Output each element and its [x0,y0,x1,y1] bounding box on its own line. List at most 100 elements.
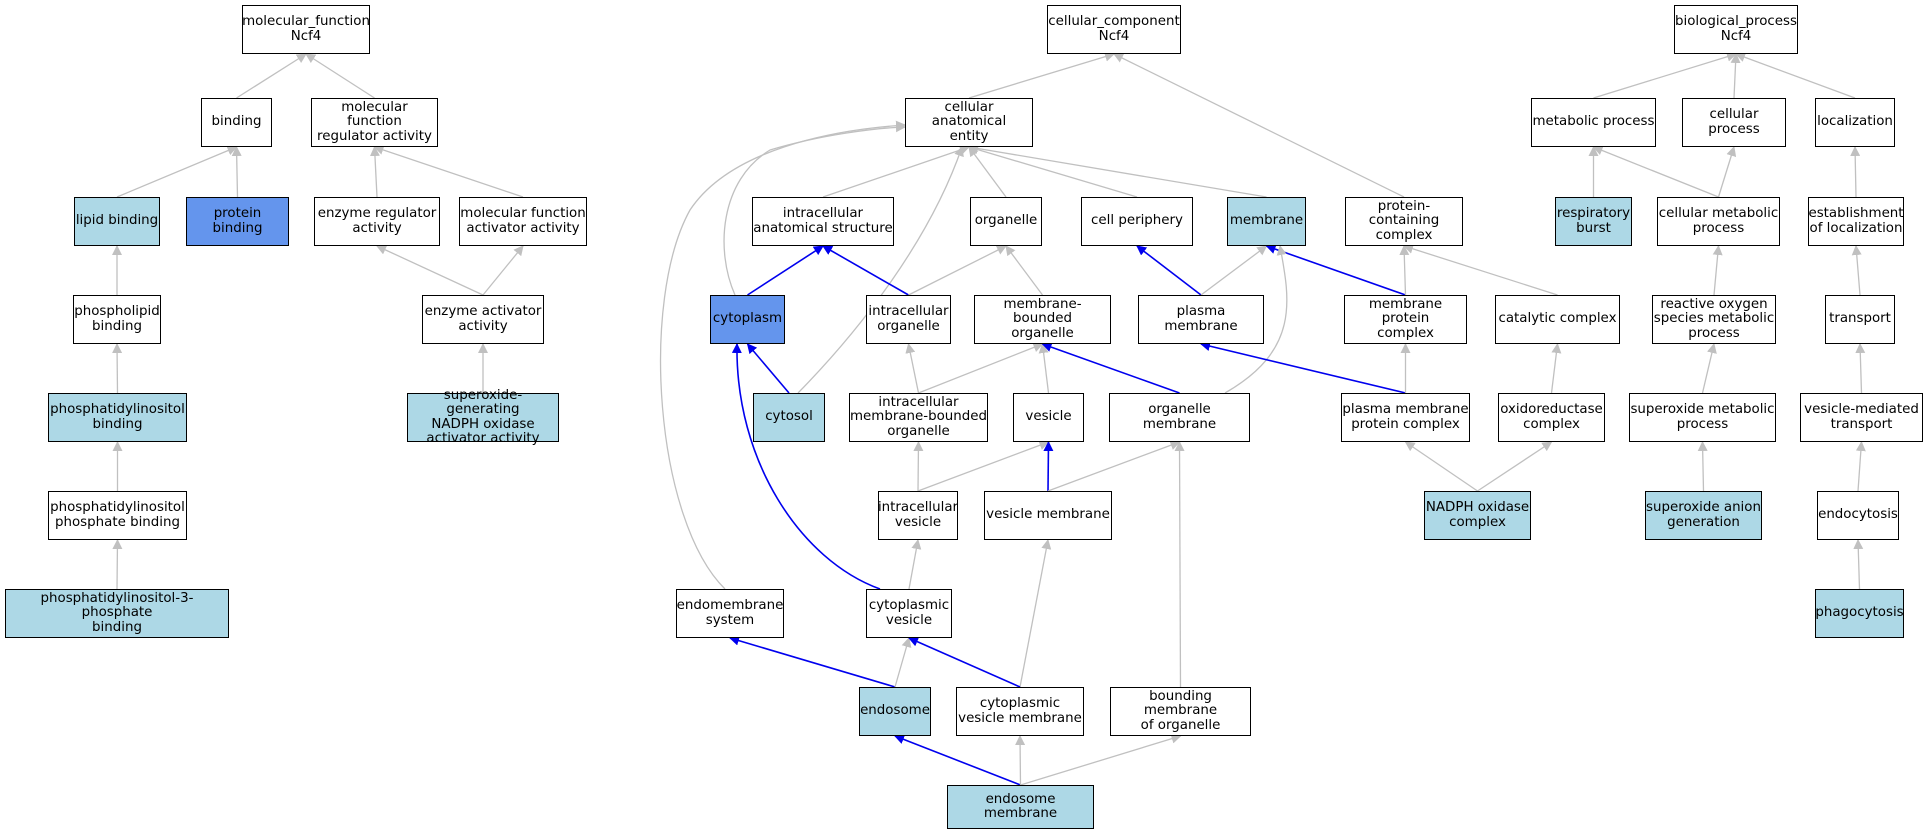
edge-org_mem-to-mbo [1041,342,1180,394]
edge-enz_reg-to-mf_reg [369,146,380,198]
go-term-node-mf-root: molecular_function Ncf4 [242,5,370,54]
go-term-node-pip-binding: phosphatidylinositol phosphate binding [48,491,187,540]
edge-lipid_binding-to-binding [116,145,238,198]
edge-ic_ves-to-imbo [913,441,924,492]
go-term-node-cmp: cellular metabolic process [1657,197,1780,246]
edge-oxred-to-catalytic [1550,343,1562,394]
go-term-node-cc-root: cellular_component Ncf4 [1047,5,1181,54]
edge-enz_act-to-enz_reg [376,245,484,296]
go-term-node-protein-binding: protein binding [186,197,289,246]
edge-cvm-to-ves_mem [1019,539,1052,688]
go-term-node-bp-root: biological_process Ncf4 [1674,5,1798,54]
go-term-node-enz-act: enzyme activator activity [422,295,544,344]
edge-ves_mem-to-vesicle [1043,441,1054,492]
edge-endocytosis-to-vmt [1855,441,1866,492]
go-term-node-so-anion: superoxide anion generation [1645,491,1762,540]
go-term-node-ves-mem: vesicle membrane [984,491,1112,540]
go-term-node-nadph: NADPH oxidase complex [1424,491,1531,540]
edge-ves_mem-to-org_mem [1047,440,1181,492]
go-term-node-cae: cellular anatomical entity [905,98,1033,147]
edge-ias-to-cae [822,145,970,198]
edge-mbo-to-organelle [1005,245,1044,296]
edge-catalytic-to-pcc [1403,243,1558,296]
edge-endo_mem-to-endosome [894,734,1021,786]
edge-cytosol-to-cae [797,146,964,394]
go-term-node-oxred: oxidoreductase complex [1498,393,1605,442]
edge-mf_reg-to-mf_root [305,53,375,99]
edge-endosome-to-cyt_ves [894,637,912,688]
edge-cell_periphery-to-cae [968,144,1138,198]
go-term-node-ros-mp: reactive oxygen species metabolic proces… [1652,295,1776,344]
go-term-node-ic-org: intracellular organelle [866,295,951,344]
go-term-node-phospholipid: phospholipid binding [73,295,161,344]
edge-pcc-to-cc_root [1113,53,1405,198]
edge-bmo-to-org_mem [1174,441,1185,688]
edge-ic_ves-to-vesicle [917,440,1050,492]
go-term-node-catalytic: catalytic complex [1495,295,1620,344]
go-term-node-cell-periphery: cell periphery [1081,197,1193,246]
go-term-node-mbo: membrane-bounded organelle [974,295,1111,344]
go-term-node-ias: intracellular anatomical structure [752,197,894,246]
go-term-node-est-loc: establishment of localization [1808,197,1904,246]
go-term-node-vmt: vesicle-mediated transport [1800,393,1923,442]
edge-so_mp-to-ros_mp [1701,343,1717,394]
edge-cytosol-to-cytoplasm [746,343,790,394]
edge-so_anion-to-so_mp [1697,441,1708,492]
edge-imbo-to-mbo [918,342,1044,394]
edge-cyt_ves-to-ic_ves [908,539,922,590]
edge-pm-to-cell_periphery [1136,245,1202,296]
go-term-node-cellular-proc: cellular process [1682,98,1786,147]
edge-transport-to-est_loc [1851,245,1862,296]
go-term-node-endomem: endomembrane system [676,589,784,638]
go-term-node-cytosol: cytosol [753,393,825,442]
edge-nadph-to-oxred [1477,441,1553,492]
go-term-node-transport: transport [1825,295,1895,344]
go-term-node-binding: binding [201,98,272,147]
edge-nadph-to-pmpc [1404,441,1478,492]
edge-cvm-to-cyt_ves [908,637,1021,688]
edge-endo_mem-to-bmo [1020,733,1182,786]
go-term-node-endosome: endosome [859,687,931,736]
edge-ros_mp-to-cmp [1712,245,1723,296]
edge-cmp-to-cellular_proc [1717,146,1737,198]
go-term-node-bmo: bounding membrane of organelle [1110,687,1251,736]
go-term-node-pi3p-binding: phosphatidylinositol-3-phosphate binding [5,589,229,638]
go-term-node-localization: localization [1815,98,1895,147]
go-term-node-mf-reg: molecular function regulator activity [311,98,438,147]
edge-enz_act-to-mf_act [482,245,524,296]
go-term-node-endocytosis: endocytosis [1817,491,1899,540]
go-term-node-vesicle: vesicle [1013,393,1084,442]
edge-endomem-to-cae [659,120,906,590]
go-term-node-mpc: membrane protein complex [1344,295,1467,344]
edge-imbo-to-ic_org [905,343,920,394]
go-term-node-imbo: intracellular membrane-bounded organelle [849,393,988,442]
go-term-node-so-mp: superoxide metabolic process [1629,393,1776,442]
go-term-node-metabolic: metabolic process [1531,98,1656,147]
edge-membrane-to-cae [968,143,1267,198]
edge-localization-to-bp_root [1735,52,1856,99]
go-term-node-ic-ves: intracellular vesicle [878,491,958,540]
edge-phagocytosis-to-endocytosis [1853,539,1864,590]
edge-vesicle-to-mbo [1038,343,1050,394]
edge-protein_binding-to-binding [231,146,242,198]
edge-endo_mem-to-cvm [1015,735,1026,786]
edge-cmp-to-metabolic [1592,145,1719,198]
edge-organelle-to-cae [968,146,1007,198]
edge-binding-to-mf_root [236,53,307,99]
edge-pmpc-to-pm [1200,341,1406,394]
go-term-node-pi-binding: phosphatidylinositol binding [48,393,187,442]
go-term-node-cytoplasm: cytoplasm [710,295,785,344]
go-term-node-cvm: cytoplasmic vesicle membrane [956,687,1084,736]
edge-cytoplasm-to-cae [723,122,906,296]
go-term-node-enz-reg: enzyme regulator activity [314,197,440,246]
go-term-node-phagocytosis: phagocytosis [1815,589,1904,638]
go-term-node-cyt-ves: cytoplasmic vesicle [866,589,952,638]
edge-cellular_proc-to-bp_root [1730,53,1741,99]
edge-est_loc-to-localization [1850,146,1861,198]
go-term-node-lipid-binding: lipid binding [74,197,160,246]
go-term-node-membrane: membrane [1227,197,1306,246]
edge-metabolic-to-bp_root [1593,51,1737,99]
go-term-node-resp-burst: respiratory burst [1555,197,1632,246]
